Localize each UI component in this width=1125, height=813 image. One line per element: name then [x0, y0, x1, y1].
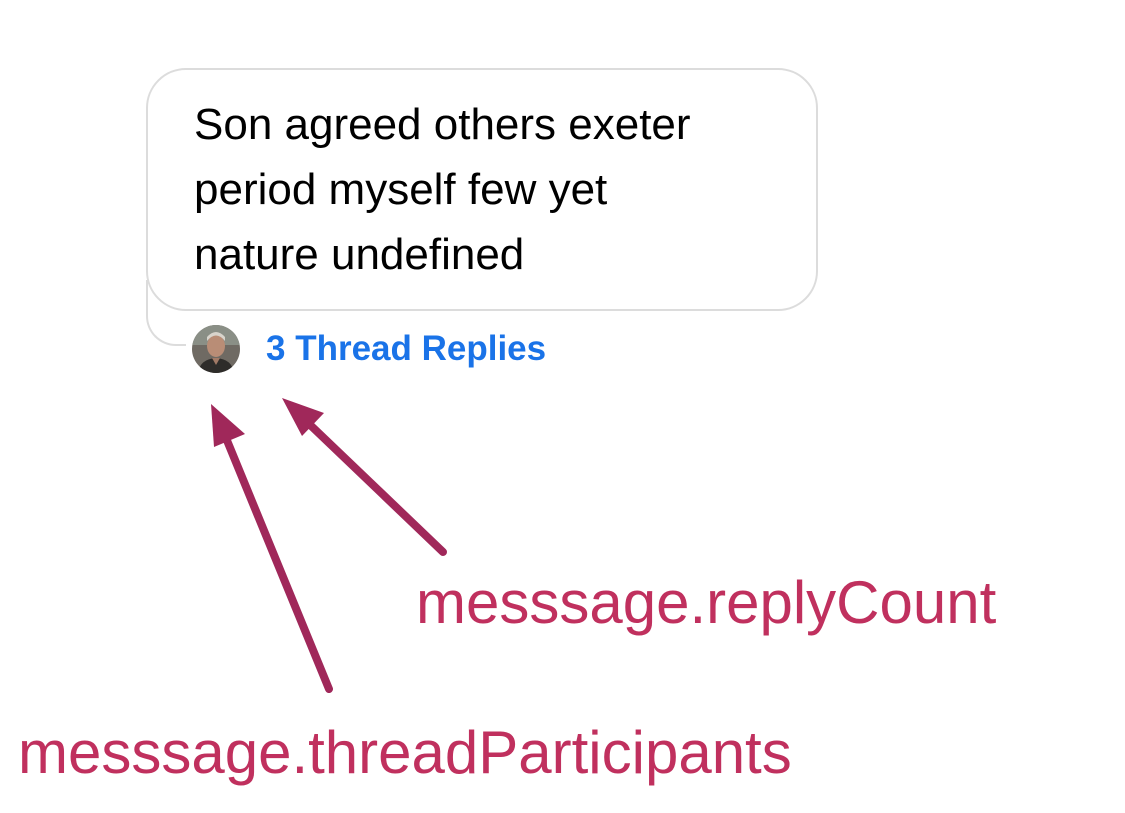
thread-replies-row[interactable]: 3 Thread Replies [192, 324, 546, 374]
message-text: Son agreed others exeter period myself f… [194, 100, 691, 279]
reply-count-arrow [282, 398, 447, 556]
reply-count-annotation: messsage.replyCount [416, 569, 997, 636]
message-bubble[interactable]: Son agreed others exeter period myself f… [146, 68, 818, 311]
thread-participants-annotation: messsage.threadParticipants [18, 719, 792, 786]
participant-avatar[interactable] [192, 325, 240, 373]
thread-replies-link[interactable]: 3 Thread Replies [266, 329, 547, 368]
thread-participants-arrow [211, 404, 333, 693]
person-photo-icon [192, 325, 240, 373]
